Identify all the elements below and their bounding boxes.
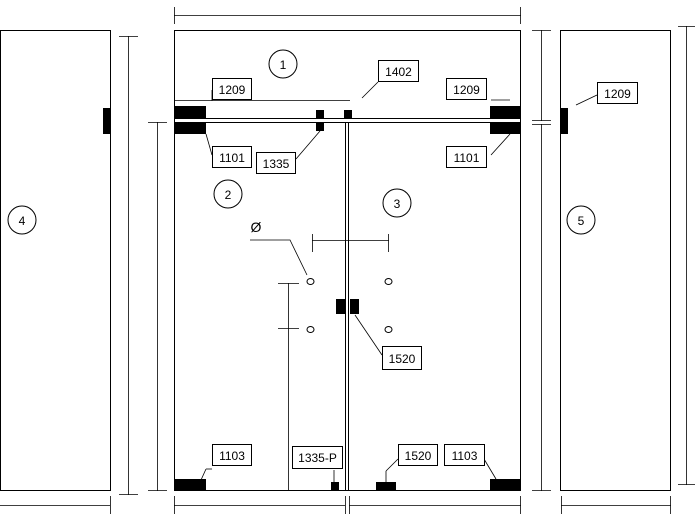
panel-callout-circle bbox=[382, 188, 412, 218]
tag-box bbox=[444, 444, 485, 466]
leader-lines bbox=[175, 81, 598, 483]
tag-box bbox=[446, 78, 487, 100]
fitting-1402 bbox=[344, 110, 352, 118]
hinge-right-side bbox=[560, 108, 568, 134]
tag-1101-left: 1101 bbox=[219, 151, 245, 165]
lock-1520-bottom bbox=[376, 482, 396, 490]
dimension-lines bbox=[0, 7, 695, 514]
tag-1335-p: 1335-P bbox=[298, 451, 337, 465]
hole bbox=[384, 326, 393, 333]
tag-box bbox=[212, 444, 252, 466]
hardware bbox=[103, 106, 568, 490]
tag-box bbox=[398, 444, 438, 466]
fitting-1335-top bbox=[316, 110, 324, 118]
panel-callout-circle bbox=[7, 205, 37, 235]
side-panel-left bbox=[0, 30, 111, 491]
side-panel-right bbox=[560, 30, 671, 491]
hole bbox=[306, 326, 315, 333]
patch-1209-right bbox=[490, 106, 521, 118]
hole bbox=[306, 278, 315, 285]
panel-callout-1: 1 bbox=[280, 58, 287, 72]
patch-1103-right bbox=[490, 479, 521, 490]
tag-box bbox=[382, 346, 422, 370]
patch-1101-left bbox=[175, 123, 206, 134]
tag-1209-left: 1209 bbox=[219, 83, 246, 97]
tag-1101-right: 1101 bbox=[454, 151, 480, 165]
panel-callout-5: 5 bbox=[578, 214, 585, 228]
tag-box bbox=[212, 78, 252, 100]
tag-box bbox=[597, 82, 638, 104]
panel-callout-2: 2 bbox=[225, 188, 232, 202]
tag-1402: 1402 bbox=[385, 65, 412, 79]
panel-callouts: 1 2 3 4 5 bbox=[7, 49, 596, 235]
patch-1209-left bbox=[175, 106, 206, 118]
lock-1520-right bbox=[350, 299, 359, 314]
patch-1103-left bbox=[175, 479, 206, 490]
part-tags: 1209 1402 1209 1209 1101 1335 1101 1520 … bbox=[212, 60, 638, 469]
structure-lines bbox=[0, 30, 671, 491]
diameter-symbol: Ø bbox=[251, 219, 262, 235]
patch-1101-right bbox=[490, 123, 521, 134]
tag-box bbox=[256, 152, 296, 174]
tag-1335: 1335 bbox=[263, 157, 290, 171]
tag-1103-right: 1103 bbox=[452, 449, 478, 463]
panel-callout-4: 4 bbox=[19, 214, 26, 228]
panel-callout-3: 3 bbox=[394, 197, 401, 211]
tag-box bbox=[378, 60, 419, 82]
panel-callout-circle bbox=[268, 49, 298, 79]
hinge-left-side bbox=[103, 108, 111, 134]
tag-1103-left: 1103 bbox=[219, 449, 245, 463]
tag-1209-right: 1209 bbox=[453, 83, 480, 97]
fitting-1335p bbox=[331, 482, 339, 490]
tag-box bbox=[212, 146, 252, 168]
tag-box bbox=[292, 446, 343, 469]
handle-holes bbox=[306, 278, 393, 333]
tag-box bbox=[446, 146, 487, 168]
panel-callout-circle bbox=[213, 179, 243, 209]
main-frame bbox=[174, 30, 521, 491]
fitting-1335-bottom bbox=[316, 123, 324, 131]
hole bbox=[384, 278, 393, 285]
tag-1209-side: 1209 bbox=[604, 87, 631, 101]
panel-callout-circle bbox=[566, 205, 596, 235]
lock-1520-left bbox=[336, 299, 345, 314]
tag-1520-bottom: 1520 bbox=[405, 449, 432, 463]
tag-1520-middle: 1520 bbox=[389, 352, 416, 366]
